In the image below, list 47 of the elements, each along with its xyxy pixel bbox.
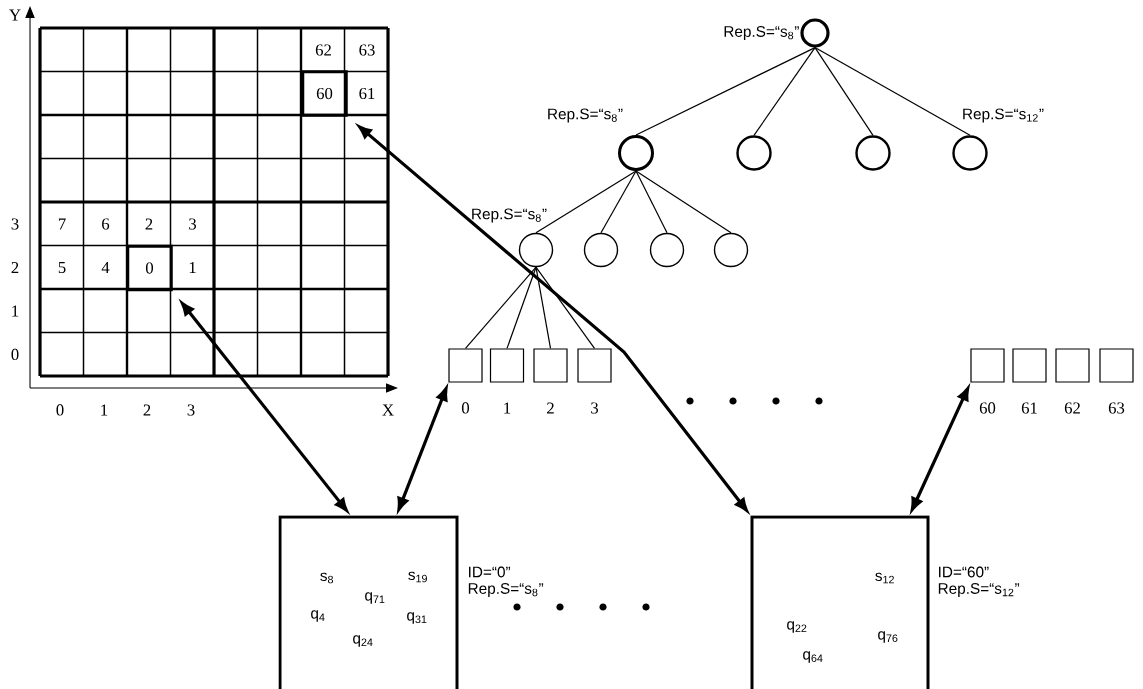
node-label: 60 — [979, 402, 996, 414]
tree-edge — [635, 47, 816, 136]
node-label: Rep.S=“s$_{8}$” — [724, 26, 799, 40]
tree-edge — [753, 47, 816, 136]
axis-label: 2 — [143, 404, 151, 416]
node-label: ID=“60” — [939, 566, 989, 578]
node-label: 63 — [1108, 402, 1125, 414]
grid-cell: 60 — [301, 70, 348, 117]
axis-label: 0 — [56, 404, 64, 416]
axis-label: 2 — [11, 262, 19, 273]
axis-label: 1 — [12, 305, 19, 317]
cell-number: 3 — [189, 218, 196, 230]
tree-edge — [814, 47, 971, 136]
node-label: q$_{64}$ — [803, 651, 823, 663]
node-label: q$_{4}$ — [311, 610, 325, 622]
tree-node — [855, 135, 891, 171]
node-label: q$_{76}$ — [878, 631, 898, 643]
axis-label: 0 — [11, 348, 19, 361]
axis-label: 3 — [11, 218, 19, 230]
axis-label: Y — [9, 9, 21, 21]
node-label: q$_{71}$ — [365, 592, 385, 604]
node-label: q$_{24}$ — [353, 635, 373, 647]
node-label: s$_{12}$ — [875, 572, 894, 584]
cell-number: 1 — [189, 262, 196, 273]
cell-number: 7 — [58, 218, 66, 230]
node-label: s$_{8}$ — [320, 572, 334, 584]
cell-number: 5 — [58, 261, 66, 274]
tree-edge — [814, 47, 874, 136]
node-label: ID=“0” — [469, 566, 511, 578]
cell-box: s$_{8}$ s$_{19}$ q$_{71}$ q$_{4}$ q$_{31}$ q$_{24}$ — [278, 515, 459, 689]
node-label: Rep.S=“s$_{12}$” — [963, 108, 1044, 123]
cell-number: 6 — [102, 218, 110, 230]
node-label: 62 — [1064, 402, 1080, 414]
node-label: Rep.S=“s$_{8}$” — [468, 583, 544, 597]
node-label: q$_{22}$ — [787, 621, 807, 633]
node-label: Rep.S=“s$_{12}$” — [938, 583, 1020, 597]
cell-number: 63 — [359, 44, 375, 56]
node-label: s$_{19}$ — [408, 571, 427, 583]
grid-cell: 0 — [126, 244, 173, 292]
node-label: q$_{31}$ — [407, 612, 427, 624]
node-label: 61 — [1021, 402, 1037, 414]
cell-box: s$_{12}$ q$_{22}$ q$_{76}$ q$_{64}$ — [750, 515, 930, 689]
cell-number: 4 — [101, 262, 110, 273]
node-label: Rep.S=“s$_{8}$” — [548, 108, 623, 123]
cell-number: 62 — [315, 44, 331, 56]
cell-number: 2 — [145, 218, 153, 230]
axis-label: 1 — [101, 404, 108, 416]
